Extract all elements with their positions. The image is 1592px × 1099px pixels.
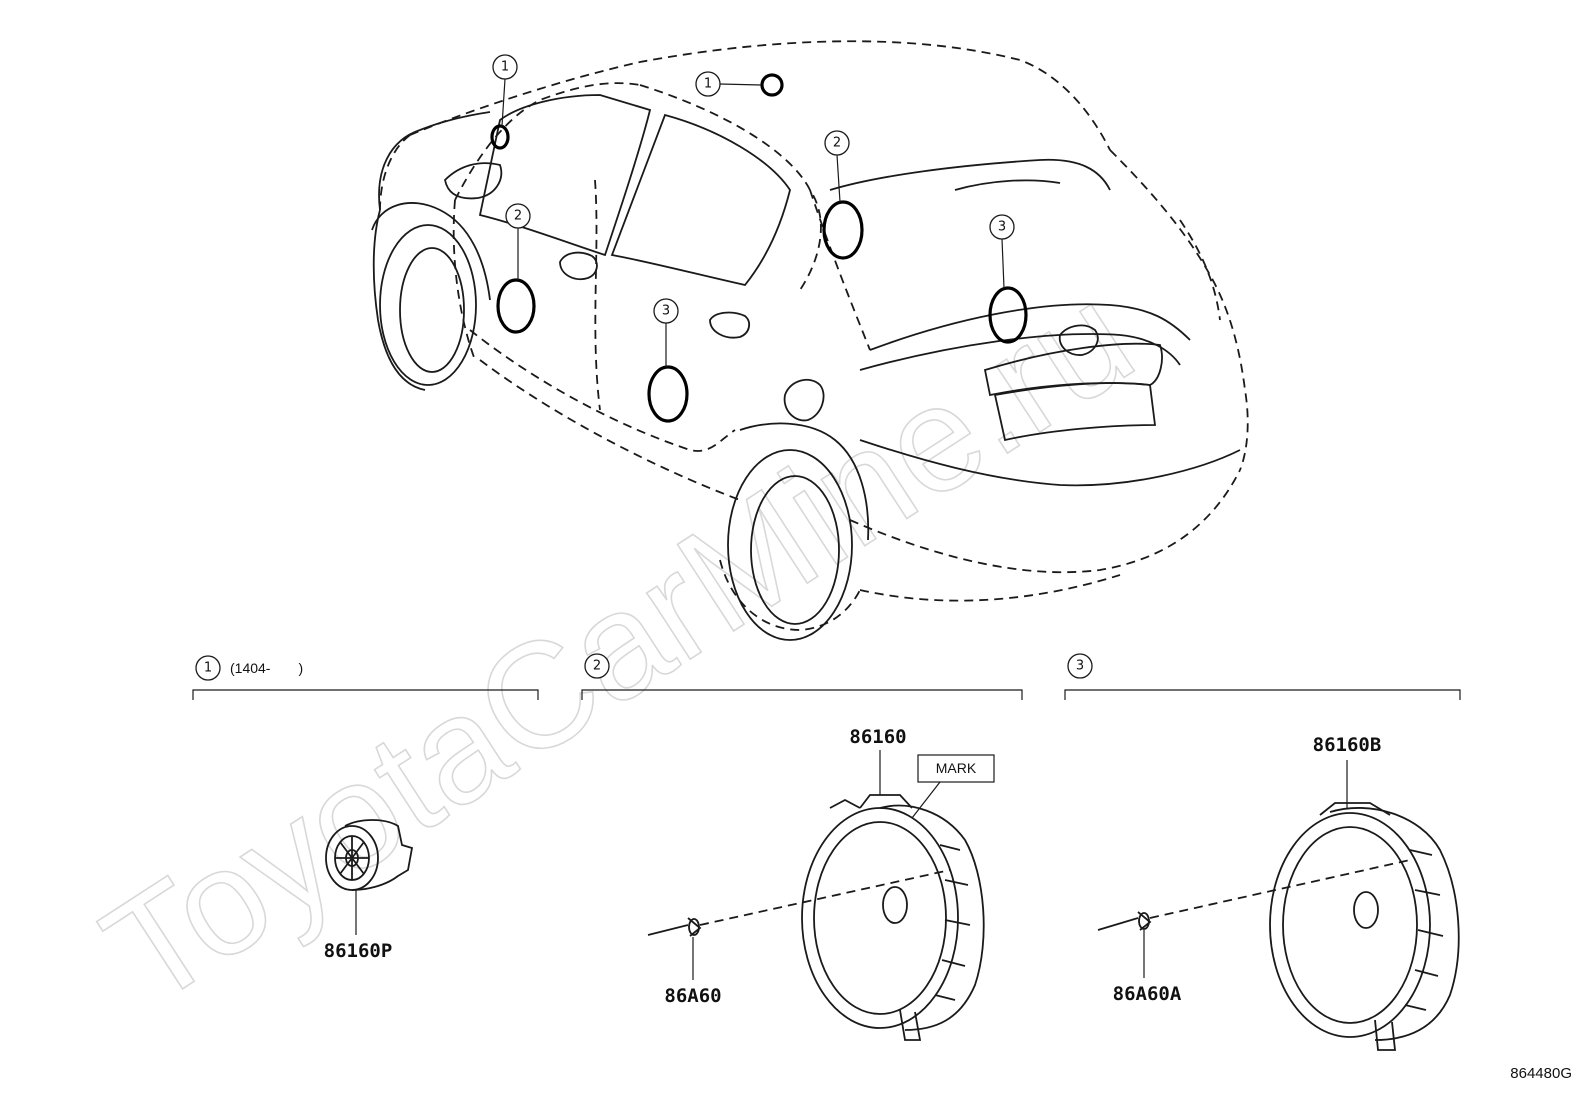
part-label-86160: 86160 bbox=[849, 726, 906, 748]
ring-front-door-speaker-right bbox=[822, 200, 864, 260]
svg-text:2: 2 bbox=[514, 209, 522, 224]
speaker-location-rings bbox=[490, 73, 1028, 423]
watermark: ToyotaCarMine.ru bbox=[76, 251, 1160, 1037]
svg-text:1: 1 bbox=[204, 661, 212, 676]
group-2-header: 2 bbox=[581, 653, 1023, 700]
svg-text:2: 2 bbox=[593, 659, 601, 674]
mark-box bbox=[917, 754, 995, 783]
svg-text:3: 3 bbox=[998, 220, 1006, 235]
mark-label: MARK bbox=[936, 760, 977, 776]
ring-rear-door-speaker bbox=[647, 365, 689, 423]
group-1-header: 1 (1404- ) bbox=[192, 655, 539, 700]
front-speaker-86160: 86160 MARK 86A60 bbox=[647, 726, 995, 1041]
svg-text:3: 3 bbox=[662, 304, 670, 319]
car-callouts: 1 1 2 2 3 3 bbox=[492, 54, 1015, 367]
ring-front-door-speaker bbox=[496, 278, 536, 334]
tweeter-86160P: 86160P bbox=[324, 819, 414, 962]
group-3-header: 3 bbox=[1064, 653, 1461, 700]
svg-text:3: 3 bbox=[1076, 659, 1084, 674]
part-label-86A60: 86A60 bbox=[664, 985, 721, 1007]
ring-tweeter-rear bbox=[760, 73, 784, 97]
ring-rear-door-speaker-right bbox=[988, 286, 1028, 344]
part-label-86A60A: 86A60A bbox=[1113, 983, 1182, 1005]
svg-text:1: 1 bbox=[501, 60, 509, 75]
svg-text:2: 2 bbox=[833, 136, 841, 151]
diagram-code: 864480G bbox=[1510, 1065, 1572, 1082]
svg-text:1: 1 bbox=[704, 77, 712, 92]
rear-speaker-86160B: 86160B 86A60A bbox=[1097, 734, 1460, 1051]
ring-tweeter-front bbox=[490, 124, 510, 150]
car-illustration bbox=[371, 40, 1249, 641]
part-label-86160B: 86160B bbox=[1313, 734, 1382, 756]
part-label-86160P: 86160P bbox=[324, 940, 393, 962]
group-1-note: (1404- ) bbox=[230, 660, 303, 676]
